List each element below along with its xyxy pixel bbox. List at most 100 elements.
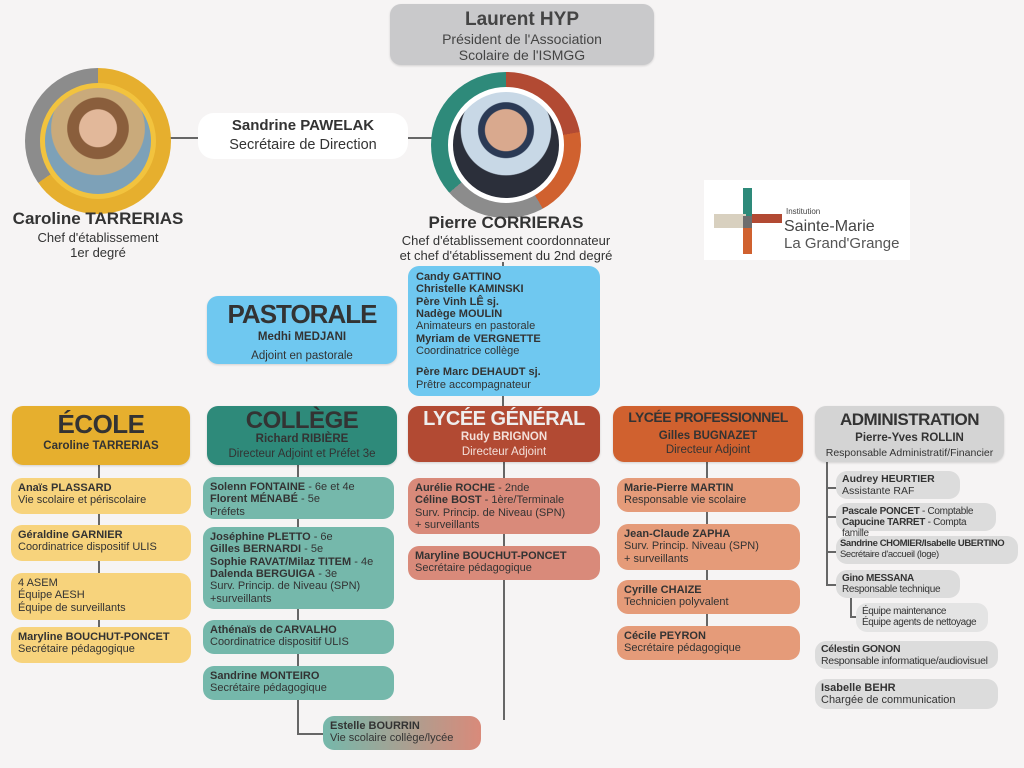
member-role: Chargée de communication <box>821 694 956 707</box>
pastorale-animators-role: Animateurs en pastorale <box>416 320 536 333</box>
connector-admin-trunk <box>826 462 828 584</box>
member-name: Solenn FONTAINE <box>210 481 306 493</box>
member-name: Dalenda BERGUIGA <box>210 567 316 580</box>
ecole-head: Caroline TARRERIAS <box>43 440 159 452</box>
pierre-block: Pierre CORRIERAS Chef d'établissement co… <box>376 213 636 263</box>
logo-line2: La Grand'Grange <box>784 235 900 252</box>
lycee-pro-header: LYCÉE PROFESSIONNEL Gilles BUGNAZET Dire… <box>613 406 803 462</box>
lycee-general-header: LYCÉE GÉNÉRAL Rudy BRIGNON Directeur Adj… <box>408 406 600 462</box>
pierre-avatar <box>448 87 564 203</box>
member-name: Capucine TARRET <box>842 517 926 529</box>
member-role: Vie scolaire collège/lycée <box>330 732 454 745</box>
ecole-item: Géraldine GARNIER Coordinatrice disposit… <box>11 525 191 561</box>
pastorale-priest-role: Prêtre accompagnateur <box>416 378 531 391</box>
caroline-role-line1: Chef d'établissement <box>37 230 159 246</box>
member-level: - 6e <box>310 531 333 543</box>
member-role: Responsable vie scolaire <box>624 494 747 507</box>
pierre-role-line2: et chef d'établissement du 2nd degré <box>399 247 613 263</box>
college-header: COLLÈGE Richard RIBIÈRE Directeur Adjoin… <box>207 406 397 465</box>
member-role: Surv. Princip. de Niveau (SPN) <box>415 506 566 519</box>
pierre-name: Pierre CORRIERAS <box>428 213 584 232</box>
lycee-general-title: LYCÉE GÉNÉRAL <box>423 408 585 430</box>
member-role: +surveillants <box>210 592 272 605</box>
member-line: Équipe maintenance <box>862 606 946 617</box>
member-name: Maryline BOUCHUT-PONCET <box>18 631 170 643</box>
pastorale-header: PASTORALE Medhi MEDJANI Adjoint en pasto… <box>207 296 397 364</box>
pastorale-title: PASTORALE <box>227 299 378 329</box>
admin-item: Isabelle BEHR Chargée de communication <box>815 679 998 709</box>
connector-admin-sub-v <box>850 596 852 616</box>
member-name: Pascale PONCET <box>842 506 920 517</box>
pastorale-role: Adjoint en pastorale <box>251 349 353 362</box>
ecole-item: 4 ASEM Équipe AESH Équipe de surveillant… <box>11 573 191 620</box>
member-name: Cécile PEYRON <box>624 630 706 642</box>
pastorale-name: Medhi MEDJANI <box>257 331 347 344</box>
member-role: Secrétaire pédagogique <box>415 562 532 575</box>
member-role: Coordinatrice dispositif ULIS <box>210 636 349 649</box>
member-role: + surveillants <box>624 552 689 565</box>
pierre-role-line1: Chef d'établissement coordonnateur <box>401 233 611 249</box>
member-role: Secrétaire d'accueil (loge) <box>840 548 939 560</box>
member-line: 4 ASEM <box>18 577 58 589</box>
member-name: Sandrine MONTEIRO <box>210 670 320 682</box>
lycee-general-spn: Aurélie ROCHE - 2nde Céline BOST - 1ère/… <box>408 478 600 534</box>
member-name: Géraldine GARNIER <box>18 529 123 541</box>
secretary-name: Sandrine PAWELAK <box>231 117 375 134</box>
admin-title: ADMINISTRATION <box>839 410 980 429</box>
member-level: - 2nde <box>495 482 530 494</box>
connector-admin-b1 <box>826 487 838 489</box>
member-name: Sandrine CHOMIER/Isabelle UBERTINO <box>840 538 1005 549</box>
member-line: Équipe agents de nettoyage <box>862 617 977 629</box>
pastorale-animator: Père Vinh LÊ sj. <box>416 295 499 308</box>
caroline-name: Caroline TARRERIAS <box>12 209 184 228</box>
logo-line1: Sainte-Marie <box>784 218 875 235</box>
admin-role: Responsable Administratif/Financier <box>825 446 994 459</box>
connector-admin-sub-h <box>850 616 860 618</box>
pastorale-animator: Nadège MOULIN <box>416 307 503 320</box>
member-level: - 4e <box>351 555 374 568</box>
member-level: - 5e <box>298 493 321 506</box>
college-spn: Joséphine PLETTO - 6e Gilles BERNARDI - … <box>203 527 394 609</box>
pastorale-coord-name: Myriam de VERGNETTE <box>416 332 541 345</box>
member-name: Jean-Claude ZAPHA <box>624 528 731 540</box>
cross-logo-icon <box>714 188 782 254</box>
caroline-avatar <box>40 83 156 199</box>
member-name: Marie-Pierre MARTIN <box>624 482 734 494</box>
lycee-pro-item: Cécile PEYRON Secrétaire pédagogique <box>617 626 800 660</box>
member-role: Secrétaire pédagogique <box>18 643 135 656</box>
lycee-pro-item: Marie-Pierre MARTIN Responsable vie scol… <box>617 478 800 512</box>
member-name: Athénaïs de CARVALHO <box>210 624 337 636</box>
lycee-pro-role: Directeur Adjoint <box>665 444 751 457</box>
connector-admin-b4 <box>826 584 838 586</box>
member-name: Céline BOST <box>415 494 482 507</box>
member-level: - 3e <box>315 567 338 580</box>
pastorale-animator: Christelle KAMINSKI <box>416 283 524 296</box>
admin-item: Équipe maintenance Équipe agents de nett… <box>856 603 988 632</box>
ecole-header: ÉCOLE Caroline TARRERIAS <box>12 406 190 465</box>
member-role: Surv. Princip. de Niveau (SPN) <box>210 580 361 593</box>
president-role-line2: Scolaire de l'ISMGG <box>458 46 586 63</box>
caroline-role-line2: 1er degré <box>70 244 126 260</box>
logo-small: Institution <box>786 207 821 216</box>
member-role: Préfets <box>210 505 245 518</box>
president-role-line1: Président de l'Association <box>442 31 602 48</box>
caroline-block: Caroline TARRERIAS Chef d'établissement … <box>0 209 196 260</box>
member-name: Audrey HEURTIER <box>842 473 935 485</box>
caroline-avatar-ring <box>25 68 171 214</box>
pastorale-team: Candy GATTINO Christelle KAMINSKI Père V… <box>408 266 600 396</box>
lycee-pro-title: LYCÉE PROFESSIONNEL <box>628 409 788 425</box>
member-role: Vie scolaire et périscolaire <box>18 494 147 507</box>
ecole-title: ÉCOLE <box>57 409 145 439</box>
member-role: Responsable informatique/audiovisuel <box>821 654 988 667</box>
admin-item: Audrey HEURTIER Assistante RAF <box>836 471 960 499</box>
lycee-pro-head: Gilles BUGNAZET <box>658 429 758 442</box>
connector-college-shared <box>297 733 327 735</box>
member-role: Surv. Princip. Niveau (SPN) <box>624 540 759 553</box>
admin-item: Pascale PONCET - Comptable Capucine TARR… <box>836 503 996 539</box>
member-line: Équipe de surveillants <box>18 601 126 614</box>
member-name: Florent MÉNABÉ <box>210 493 298 506</box>
member-name: Gino MESSANA <box>842 573 914 584</box>
lycee-pro-item: Cyrille CHAIZE Technicien polyvalent <box>617 580 800 614</box>
college-role: Directeur Adjoint et Préfet 3e <box>228 447 376 460</box>
member-name: Joséphine PLETTO <box>210 531 311 543</box>
